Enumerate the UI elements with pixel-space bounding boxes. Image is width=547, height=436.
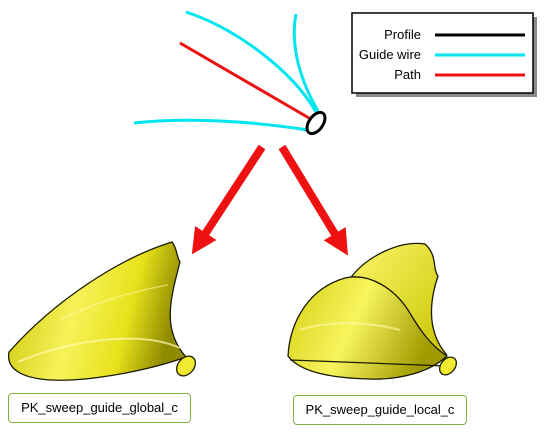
profile-ellipse — [305, 110, 327, 136]
global-profile-end — [175, 355, 197, 377]
legend-label-profile: Profile — [384, 27, 421, 42]
sweep-path-line — [179, 41, 310, 120]
local-swept-shape — [287, 242, 458, 380]
global-swept-shape — [8, 241, 197, 381]
legend: Profile Guide wire Path — [351, 12, 537, 97]
legend-label-path: Path — [394, 67, 421, 82]
arrow-to-local — [278, 144, 348, 256]
guide-wire-upper — [185, 10, 318, 113]
caption-global: PK_sweep_guide_global_c — [8, 393, 191, 423]
guide-wire-lower — [133, 118, 309, 132]
local-profile-end — [438, 356, 458, 376]
arrow-to-global — [191, 144, 266, 255]
guide-wire-top — [292, 13, 320, 112]
caption-local: PK_sweep_guide_local_c — [293, 395, 467, 425]
legend-label-guide-wire: Guide wire — [359, 47, 421, 62]
